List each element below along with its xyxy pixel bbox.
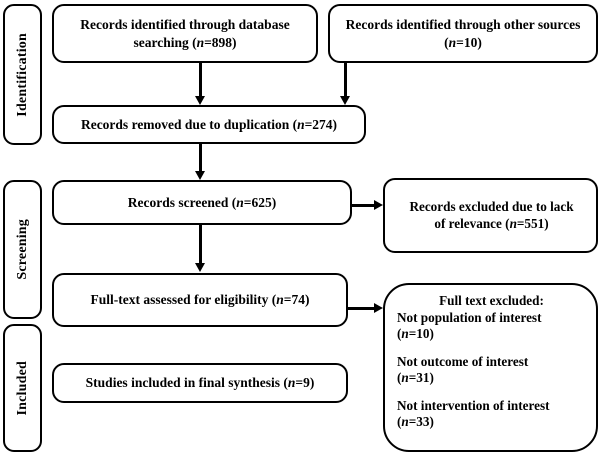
records-database-line1: Records identified through database xyxy=(80,17,290,33)
box-records-identified-other-text: Records identified through other sources… xyxy=(336,16,590,51)
box-records-identified-other: Records identified through other sources… xyxy=(328,4,598,63)
arrowhead-screened-to-fulltext xyxy=(194,263,205,272)
exclusion-reason-2: Not outcome of interest (n=31) xyxy=(397,354,586,387)
studies-included-text: Studies included in final synthesis ( xyxy=(85,375,288,391)
exclusion-reason-1: Not population of interest (n=10) xyxy=(397,310,586,343)
fulltext-n-label: n xyxy=(276,292,284,308)
connector-duplicates-to-screened xyxy=(199,144,202,172)
stage-box-included: Included xyxy=(3,324,42,452)
excluded-line1: Records excluded due to lack xyxy=(409,199,574,214)
records-other-paren-open: ( xyxy=(444,34,449,50)
box-studies-included-text: Studies included in final synthesis (n=9… xyxy=(60,374,340,391)
exclusion-reason-2-n-label: n xyxy=(401,370,409,385)
exclusion-reason-2-text: Not outcome of interest xyxy=(397,353,529,369)
excluded-n-value: =551) xyxy=(516,215,549,231)
box-duplicates-removed: Records removed due to duplication (n=27… xyxy=(52,105,366,144)
stage-label-included: Included xyxy=(14,360,30,416)
exclusion-reason-2-paren: ( xyxy=(397,370,402,385)
box-records-identified-database-text: Records identified through database sear… xyxy=(60,16,310,51)
box-records-excluded-text: Records excluded due to lack of relevanc… xyxy=(397,199,586,232)
box-fulltext-assessed: Full-text assessed for eligibility (n=74… xyxy=(52,273,348,327)
records-other-n-label: n xyxy=(448,34,457,50)
exclusion-reason-3-n-value: =33) xyxy=(408,414,434,429)
box-records-excluded: Records excluded due to lack of relevanc… xyxy=(383,178,598,253)
connector-screened-to-fulltext xyxy=(199,225,202,264)
exclusion-reason-3-text: Not intervention of interest xyxy=(397,397,550,413)
exclusion-reason-3-n-label: n xyxy=(401,414,409,429)
duplicates-text: Records removed due to duplication ( xyxy=(80,116,298,132)
exclusion-reason-2-n-value: =31) xyxy=(408,370,434,385)
records-database-n-value: =898) xyxy=(204,34,237,50)
box-records-screened-text: Records screened (n=625) xyxy=(60,194,344,211)
arrowhead-duplicates-to-screened xyxy=(194,171,205,180)
duplicates-n-label: n xyxy=(297,116,305,132)
fulltext-text: Full-text assessed for eligibility ( xyxy=(90,292,277,308)
box-studies-included: Studies included in final synthesis (n=9… xyxy=(52,363,348,403)
box-records-screened: Records screened (n=625) xyxy=(52,180,352,225)
duplicates-n-value: =274) xyxy=(304,116,338,132)
excluded-line2: of relevance ( xyxy=(434,215,510,231)
connector-fulltext-to-excluded-detail xyxy=(348,307,376,310)
screened-n-label: n xyxy=(236,194,244,210)
arrowhead-screened-to-excluded xyxy=(374,199,383,210)
stage-label-screening: Screening xyxy=(14,219,30,280)
box-records-identified-database: Records identified through database sear… xyxy=(52,4,318,63)
exclusion-reason-3: Not intervention of interest (n=33) xyxy=(397,398,586,431)
exclusion-reason-1-paren: ( xyxy=(397,326,402,341)
box-fulltext-excluded-detail-text: Full text excluded: Not population of in… xyxy=(397,293,586,431)
connector-database-to-duplicates xyxy=(199,63,202,97)
records-database-n-label: n xyxy=(196,34,205,50)
fulltext-excluded-heading: Full text excluded: xyxy=(439,293,544,308)
box-duplicates-removed-text: Records removed due to duplication (n=27… xyxy=(60,116,358,133)
records-database-line2: searching ( xyxy=(133,34,197,50)
stage-box-identification: Identification xyxy=(3,4,42,145)
records-other-n-value: =10) xyxy=(456,34,482,50)
screened-text: Records screened ( xyxy=(127,194,237,210)
records-other-line1: Records identified through other sources xyxy=(345,17,581,33)
stage-label-identification: Identification xyxy=(14,32,30,117)
connector-screened-to-excluded xyxy=(352,204,376,207)
studies-included-n-value: =9) xyxy=(295,375,315,391)
exclusion-reason-1-n-value: =10) xyxy=(408,326,434,341)
studies-included-n-label: n xyxy=(287,375,296,391)
exclusion-reason-1-text: Not population of interest xyxy=(397,309,542,325)
stage-box-screening: Screening xyxy=(3,180,42,319)
arrowhead-other-to-duplicates xyxy=(339,96,350,105)
arrowhead-fulltext-to-excluded-detail xyxy=(374,302,383,313)
screened-n-value: =625) xyxy=(243,194,277,210)
fulltext-n-value: =74) xyxy=(283,292,310,308)
exclusion-reason-3-paren: ( xyxy=(397,414,402,429)
excluded-n-label: n xyxy=(509,215,517,231)
exclusion-reason-1-n-label: n xyxy=(401,326,409,341)
box-fulltext-assessed-text: Full-text assessed for eligibility (n=74… xyxy=(60,291,340,308)
connector-other-to-duplicates xyxy=(344,63,347,97)
arrowhead-database-to-duplicates xyxy=(194,96,205,105)
box-fulltext-excluded-detail: Full text excluded: Not population of in… xyxy=(383,283,598,452)
